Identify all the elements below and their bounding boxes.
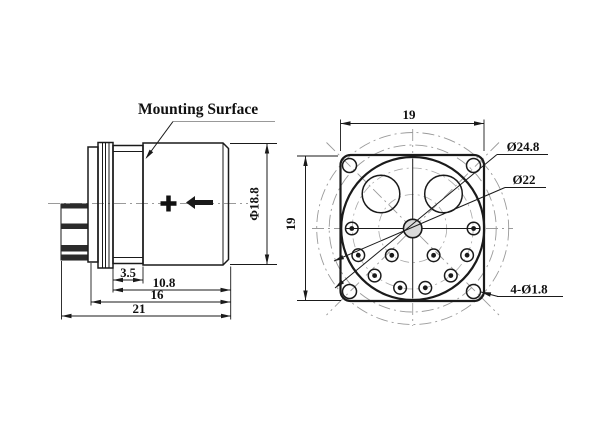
pin	[460, 248, 475, 263]
mounting-holes-callout: 4-Ø1.8	[480, 282, 563, 297]
dim-body-length-text: 10.8	[153, 275, 176, 290]
leader-arrow-icon	[481, 292, 492, 297]
dim-ring-width-text: 3.5	[120, 266, 136, 280]
pin	[351, 248, 366, 263]
pin	[61, 204, 88, 209]
leader-arrow-icon	[145, 149, 154, 159]
pin	[384, 248, 399, 263]
pin	[466, 221, 481, 236]
pin	[443, 268, 458, 283]
main-body	[142, 142, 230, 266]
dim-flange-width-text: 19	[403, 107, 417, 122]
pin	[367, 268, 382, 283]
flange-ring	[112, 144, 144, 265]
extension-lines	[61, 261, 232, 320]
mounting-hole	[341, 157, 358, 174]
mounting-holes-label: 4-Ø1.8	[510, 282, 548, 297]
connector-pins	[60, 203, 89, 261]
pin	[61, 245, 88, 252]
direction-arrow-icon	[186, 196, 213, 209]
plus-mark	[160, 195, 177, 212]
dim-body-diameter-text: Φ18.8	[247, 187, 262, 221]
pin	[426, 248, 441, 263]
mounting-hole	[465, 157, 482, 174]
dim-body-diameter: Φ18.8	[230, 143, 277, 265]
dim-body-length: 10.8	[113, 275, 231, 293]
dim-housing-length-text: 16	[151, 287, 165, 302]
mounting-hole	[341, 283, 358, 300]
dim-total-length-text: 21	[133, 301, 146, 316]
body-circle	[340, 155, 486, 302]
ring-section	[97, 141, 114, 269]
pin	[393, 280, 408, 295]
dim-flange-height: 19	[283, 155, 341, 301]
mounting-hole	[465, 283, 482, 300]
front-view: Ø24.8 Ø22 4-Ø1.8	[283, 107, 563, 326]
dim-flange-height-text: 19	[283, 217, 298, 231]
dim-flange-width: 19	[340, 107, 485, 151]
side-view: Mounting Surface Φ18.8 3.5	[48, 101, 277, 320]
mounting-surface-label: Mounting Surface	[138, 101, 258, 118]
dim-ring-width: 3.5	[113, 266, 143, 283]
dim-total-length: 21	[61, 301, 231, 319]
pin	[61, 223, 88, 229]
guide-hole-left	[361, 174, 401, 214]
rear-cap	[87, 146, 99, 263]
connector-pin-pattern	[344, 221, 481, 295]
guide-hole-right	[423, 174, 464, 214]
pin	[61, 254, 88, 260]
mounting-surface-callout: Mounting Surface	[138, 101, 275, 159]
pin	[418, 280, 433, 295]
center-hole	[402, 218, 423, 239]
outer-diameter-label: Ø24.8	[507, 139, 540, 154]
leader-arrow-icon	[334, 255, 345, 261]
leader-arrow-icon	[335, 279, 345, 288]
dim-housing-length: 16	[91, 287, 231, 305]
corner-mounting-holes	[341, 157, 482, 300]
pin	[344, 221, 359, 236]
diameter-callouts: Ø24.8 Ø22	[333, 139, 548, 289]
clearance-diameter-label: Ø22	[512, 172, 535, 187]
